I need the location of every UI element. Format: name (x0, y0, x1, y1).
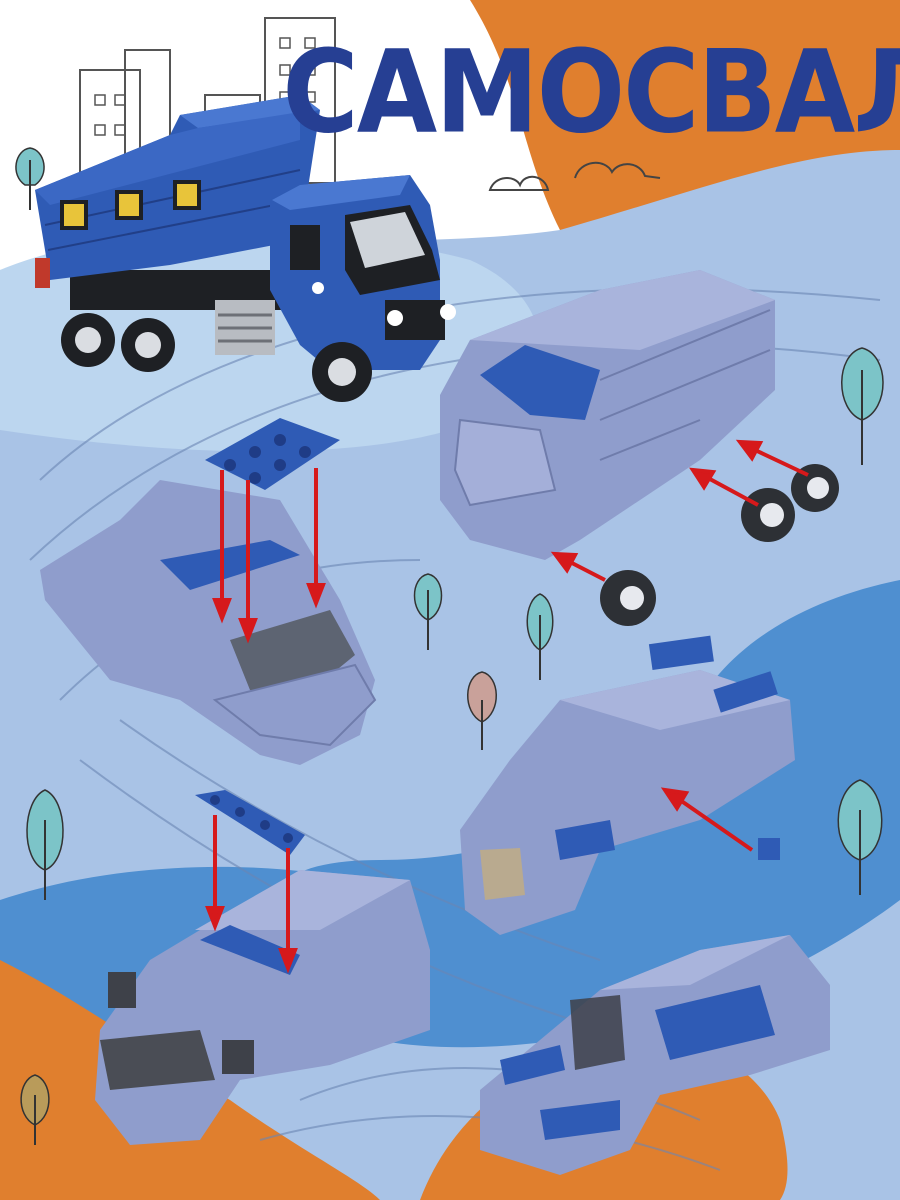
tree-icon (413, 573, 443, 650)
tree-icon (26, 789, 64, 900)
cloud-icon (488, 162, 661, 191)
tree-icon (837, 779, 883, 895)
attach-side-tile-step (460, 635, 795, 935)
arrow-icon (550, 439, 809, 582)
attach-wheels-step (440, 270, 839, 626)
tree-icon (526, 593, 554, 680)
blue-dump-truck-brick-model (35, 95, 456, 402)
product-title: САМОСВАЛ (282, 24, 900, 160)
arrow-icon (212, 468, 326, 644)
attach-roof-plate-step (40, 418, 377, 765)
cab-windshield-step (480, 935, 830, 1175)
arrow-icon (205, 815, 298, 974)
tree-icon (841, 347, 884, 465)
truck-wheels (61, 313, 372, 402)
arrow-icon (660, 787, 754, 852)
tree-icon (20, 1074, 50, 1145)
tree-icon (467, 671, 497, 750)
tree-icon (15, 147, 45, 210)
attach-top-plate-step (95, 790, 430, 1145)
hazard-sign-icon (60, 180, 201, 230)
